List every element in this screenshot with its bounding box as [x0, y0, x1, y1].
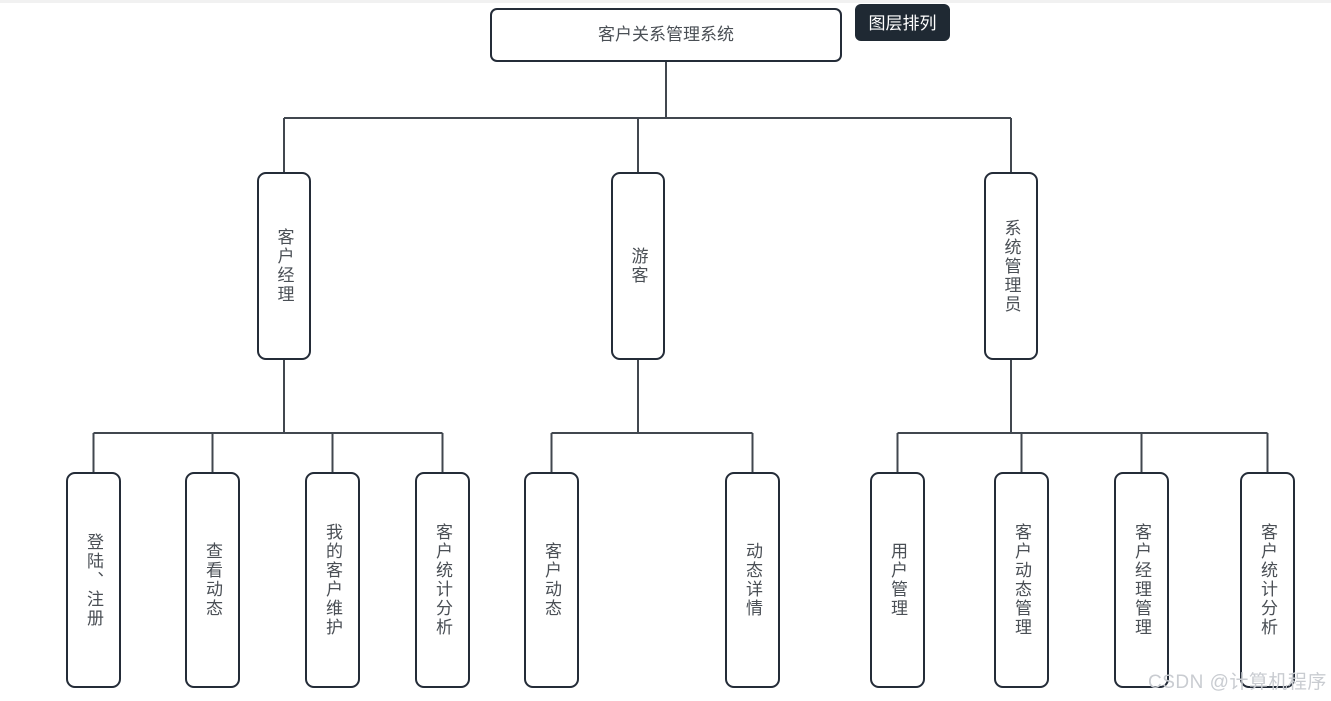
layer-arrange-tooltip-label: 图层排列 [868, 14, 937, 33]
node-label: 客户动态 [542, 542, 561, 618]
node-leaf-4[interactable]: 客户统计分析 [415, 472, 470, 688]
node-label: 客户经理管理 [1132, 523, 1151, 637]
node-level2-3[interactable]: 系统管理员 [984, 172, 1038, 360]
layer-arrange-tooltip[interactable]: 图层排列 [855, 4, 950, 41]
node-leaf-7[interactable]: 用户管理 [870, 472, 925, 688]
node-leaf-1[interactable]: 登陆、注册 [66, 472, 121, 688]
node-leaf-8[interactable]: 客户动态管理 [994, 472, 1049, 688]
node-leaf-3[interactable]: 我的客户维护 [305, 472, 360, 688]
node-label: 客户经理 [274, 228, 294, 304]
top-divider [0, 0, 1331, 3]
node-label: 客户关系管理系统 [598, 25, 734, 45]
node-label: 查看动态 [203, 542, 222, 618]
node-level2-2[interactable]: 游客 [611, 172, 665, 360]
node-root[interactable]: 客户关系管理系统 [490, 8, 842, 62]
node-label: 用户管理 [888, 542, 907, 618]
node-label: 客户动态管理 [1012, 523, 1031, 637]
node-leaf-10[interactable]: 客户统计分析 [1240, 472, 1295, 688]
node-leaf-9[interactable]: 客户经理管理 [1114, 472, 1169, 688]
node-leaf-5[interactable]: 客户动态 [524, 472, 579, 688]
node-label: 系统管理员 [1001, 218, 1021, 314]
node-leaf-6[interactable]: 动态详情 [725, 472, 780, 688]
node-label: 动态详情 [743, 542, 762, 618]
node-label: 游客 [628, 247, 648, 285]
node-label: 客户统计分析 [1258, 523, 1277, 637]
node-level2-1[interactable]: 客户经理 [257, 172, 311, 360]
node-label: 客户统计分析 [433, 523, 452, 637]
node-label: 登陆、注册 [84, 532, 103, 628]
node-label: 我的客户维护 [323, 523, 342, 637]
node-leaf-2[interactable]: 查看动态 [185, 472, 240, 688]
csdn-watermark: CSDN @计算机程序 [1148, 672, 1327, 693]
